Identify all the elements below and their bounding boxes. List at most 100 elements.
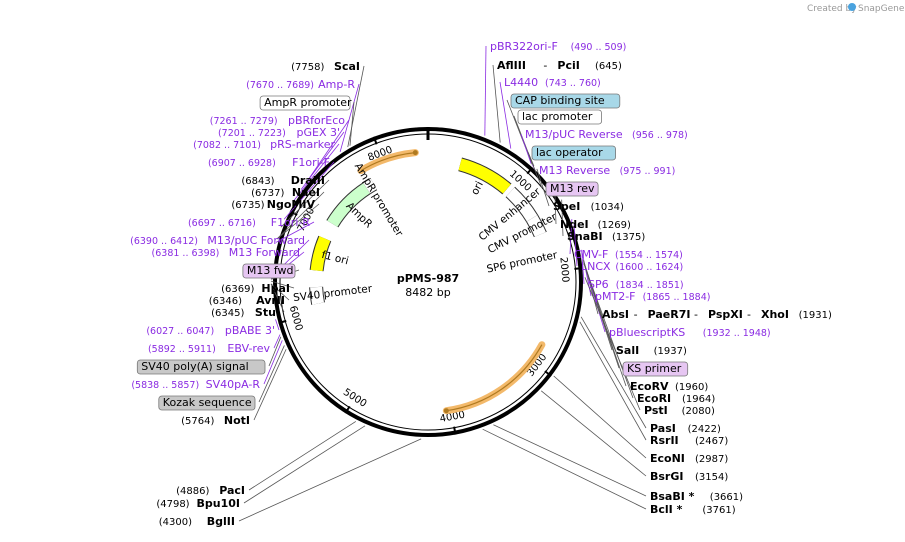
label-leader — [253, 349, 287, 421]
enzyme-separator: - — [634, 308, 638, 321]
enzyme-position: (3154) — [695, 472, 728, 483]
site-label: SV40pA-R(5838 .. 5857) — [131, 378, 260, 391]
feature-tag-label: M13 rev — [550, 182, 595, 195]
label-leader — [527, 151, 535, 167]
site-label: BsaBI *(3661) — [650, 490, 743, 503]
label-leader — [584, 277, 641, 411]
enzyme-name: PasI — [650, 422, 676, 435]
tick-label: 6000 — [287, 305, 304, 332]
site-label: pRS-marker(7082 .. 7101) — [193, 138, 335, 151]
enzyme-name: NaeI — [292, 186, 320, 199]
enzyme-separator: - — [747, 308, 751, 321]
enzyme-position: (1964) — [682, 394, 715, 405]
site-label: EcoRI (1964) — [637, 392, 715, 405]
enzyme-name: EcoRI — [637, 392, 671, 405]
label-leader — [349, 101, 355, 146]
tick-mark — [526, 166, 534, 175]
site-label: HpaI(6369) — [221, 282, 290, 295]
enzyme-position: (6735) — [231, 200, 264, 211]
enzyme-name: XhoI — [761, 308, 789, 321]
site-label: PasI(2422) — [650, 422, 721, 435]
label-leader — [520, 133, 532, 164]
orf-arrowhead-icon — [443, 408, 449, 414]
tick-mark — [278, 319, 287, 324]
site-labels: pBR322ori-F(490 .. 509)AflIII - PciI(645… — [130, 40, 832, 528]
enzyme-name: BsaBI * — [650, 490, 695, 503]
enzyme-position: (6369) — [221, 284, 254, 295]
primer-name: M13 Reverse — [539, 164, 610, 177]
site-label: DraIII(6843) — [241, 174, 325, 187]
primer-position: (975 .. 991) — [620, 166, 676, 177]
label-leader — [573, 224, 578, 267]
feature-label: f1 ori — [320, 249, 349, 267]
primer-position: (7201 .. 7223) — [218, 128, 286, 139]
tick-mark — [574, 267, 583, 270]
site-label: BglII (4300) — [159, 515, 235, 528]
site-label: BclI *(3761) — [650, 503, 736, 516]
site-label: Kozak sequence — [158, 395, 256, 411]
feature-tag-box — [531, 145, 616, 161]
enzyme-name: StuI — [255, 306, 280, 319]
site-label: RsrII(2467) — [650, 434, 728, 447]
site-label: NaeI(6737) — [251, 186, 320, 199]
feature-arc — [363, 178, 377, 194]
site-label: AmpR promoter — [259, 95, 352, 111]
feature-tag-label: Kozak sequence — [163, 396, 252, 409]
label-leader — [268, 336, 282, 367]
primer-name: pBluescriptKS — [609, 326, 685, 339]
primer-name: SP6 — [588, 278, 609, 291]
primer-position: (6907 .. 6928) — [208, 158, 276, 169]
primer-name: pGEX 3' — [296, 126, 340, 139]
label-leader — [243, 425, 366, 504]
enzyme-name: BglII — [207, 515, 235, 528]
leader-lines — [238, 45, 647, 522]
enzyme-name: BsrGI — [650, 470, 683, 483]
label-leader — [581, 249, 585, 285]
enzyme-position: (2080) — [682, 406, 715, 417]
primer-name: Amp-R — [318, 78, 355, 91]
enzyme-position: (7758) — [291, 62, 324, 73]
primer-position: (956 .. 978) — [632, 130, 688, 141]
primer-position: (1834 .. 1851) — [616, 280, 684, 291]
feature-tag-label: lac promoter — [522, 110, 593, 123]
label-leader — [263, 340, 283, 385]
site-label: SpeI(1034) — [553, 200, 624, 213]
feature-arc — [310, 286, 325, 305]
label-leader — [579, 321, 647, 441]
enzyme-name: NdeI — [560, 218, 589, 231]
enzyme-position: (2467) — [695, 436, 728, 447]
enzyme-name: PspXI — [708, 308, 743, 321]
primer-position: (6697 .. 6716) — [188, 218, 256, 229]
plasmid-name: pPMS-987 — [397, 272, 459, 285]
site-label: CAP binding site — [510, 93, 621, 109]
enzyme-position: (4300) — [159, 517, 192, 528]
label-leader — [270, 283, 285, 313]
enzyme-name: NotI — [224, 414, 250, 427]
site-label: SalI(1937) — [616, 344, 687, 357]
label-leader — [347, 65, 365, 148]
primer-name: pMT2-F — [595, 290, 636, 303]
label-leader — [276, 203, 320, 240]
enzyme-position: (4886) — [176, 486, 209, 497]
enzyme-name: DraIII — [291, 174, 325, 187]
site-label: PstI (2080) — [644, 404, 715, 417]
tick-label: 5000 — [341, 387, 368, 410]
feature-label: ori — [469, 179, 486, 197]
primer-position: (5838 .. 5857) — [131, 380, 199, 391]
primer-name: F1ori-F — [292, 156, 330, 169]
primer-position: (6027 .. 6047) — [146, 326, 214, 337]
primer-position: (1600 .. 1624) — [615, 262, 683, 273]
label-leader — [540, 390, 647, 477]
primer-name: M13/pUC Forward — [207, 234, 305, 247]
enzyme-name: PstI — [644, 404, 668, 417]
site-label: BsrGI (3154) — [650, 470, 728, 483]
enzyme-name: EcoRV — [630, 380, 669, 393]
site-label: StuI(6345) — [211, 306, 280, 319]
primer-position: (743 .. 760) — [545, 78, 601, 89]
primer-name: F1ori-R — [271, 216, 311, 229]
site-label: PacI(4886) — [176, 484, 245, 497]
label-leader — [248, 421, 357, 491]
tick-mark — [453, 426, 457, 435]
enzyme-name: SnaBI — [567, 230, 603, 243]
label-leader — [304, 119, 350, 185]
